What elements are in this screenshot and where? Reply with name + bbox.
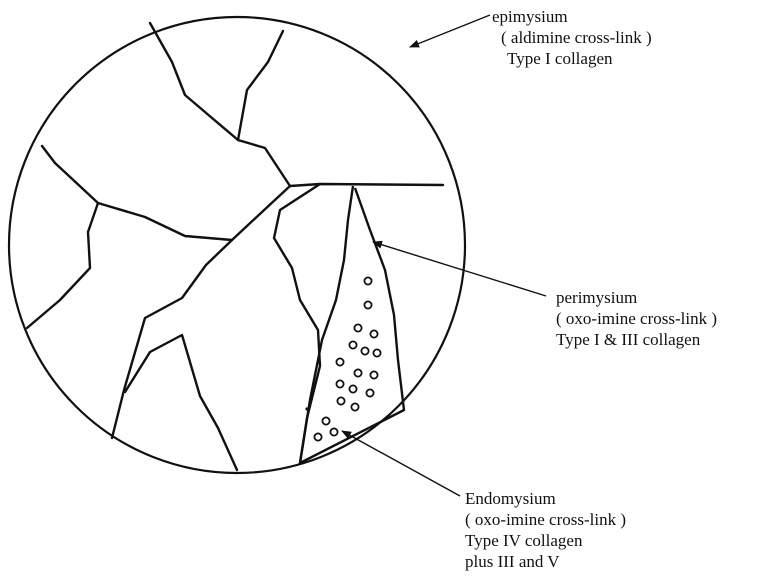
endomysium-dot xyxy=(336,380,343,387)
endomysium-arrow xyxy=(342,431,460,496)
endomysium-dots xyxy=(314,277,380,440)
endomysium-extra: plus III and V xyxy=(465,551,626,572)
endomysium-title: Endomysium xyxy=(465,488,626,509)
septum-top-right xyxy=(238,31,283,140)
perimysium-arrow xyxy=(373,242,546,296)
endomysium-dot xyxy=(322,417,329,424)
endomysium-label: Endomysium ( oxo-imine cross-link ) Type… xyxy=(465,488,626,572)
septum-inner-left xyxy=(274,184,320,463)
septum-left-vertical xyxy=(27,203,98,328)
endomysium-dot xyxy=(364,301,371,308)
endomysium-dot xyxy=(364,277,371,284)
epimysium-title: epimysium xyxy=(492,6,652,27)
endomysium-dot xyxy=(337,397,344,404)
endomysium-dot xyxy=(370,371,377,378)
endomysium-dot xyxy=(354,324,361,331)
perimysium-crosslink: ( oxo-imine cross-link ) xyxy=(556,308,717,329)
perimysium-collagen: Type I & III collagen xyxy=(556,329,717,350)
fascicle-boundaries xyxy=(27,23,443,470)
endomysium-dot xyxy=(330,428,337,435)
endomysium-dot xyxy=(336,358,343,365)
endomysium-dot xyxy=(354,369,361,376)
endomysium-dot xyxy=(361,347,368,354)
epimysium-crosslink: ( aldimine cross-link ) xyxy=(492,27,652,48)
epimysium-arrow xyxy=(410,15,490,47)
endomysium-crosslink: ( oxo-imine cross-link ) xyxy=(465,509,626,530)
septum-top-left xyxy=(150,23,290,186)
septum-central xyxy=(290,184,443,186)
septum-left-upper xyxy=(42,146,232,240)
endomysium-dot xyxy=(366,389,373,396)
perimysium-label: perimysium ( oxo-imine cross-link ) Type… xyxy=(556,287,717,350)
epimysium-collagen: Type I collagen xyxy=(492,48,652,69)
epimysium-outer-circle xyxy=(9,17,465,473)
endomysium-dot xyxy=(349,385,356,392)
scan-speck xyxy=(305,407,308,410)
endomysium-dot xyxy=(351,403,358,410)
endomysium-dot xyxy=(373,349,380,356)
endomysium-dot xyxy=(314,433,321,440)
endomysium-dot xyxy=(370,330,377,337)
septum-bottom-left xyxy=(125,335,237,470)
leader-arrows xyxy=(342,15,546,496)
endomysium-collagen: Type IV collagen xyxy=(465,530,626,551)
epimysium-label: epimysium ( aldimine cross-link ) Type I… xyxy=(492,6,652,69)
endomysium-dot xyxy=(349,341,356,348)
perimysium-title: perimysium xyxy=(556,287,717,308)
